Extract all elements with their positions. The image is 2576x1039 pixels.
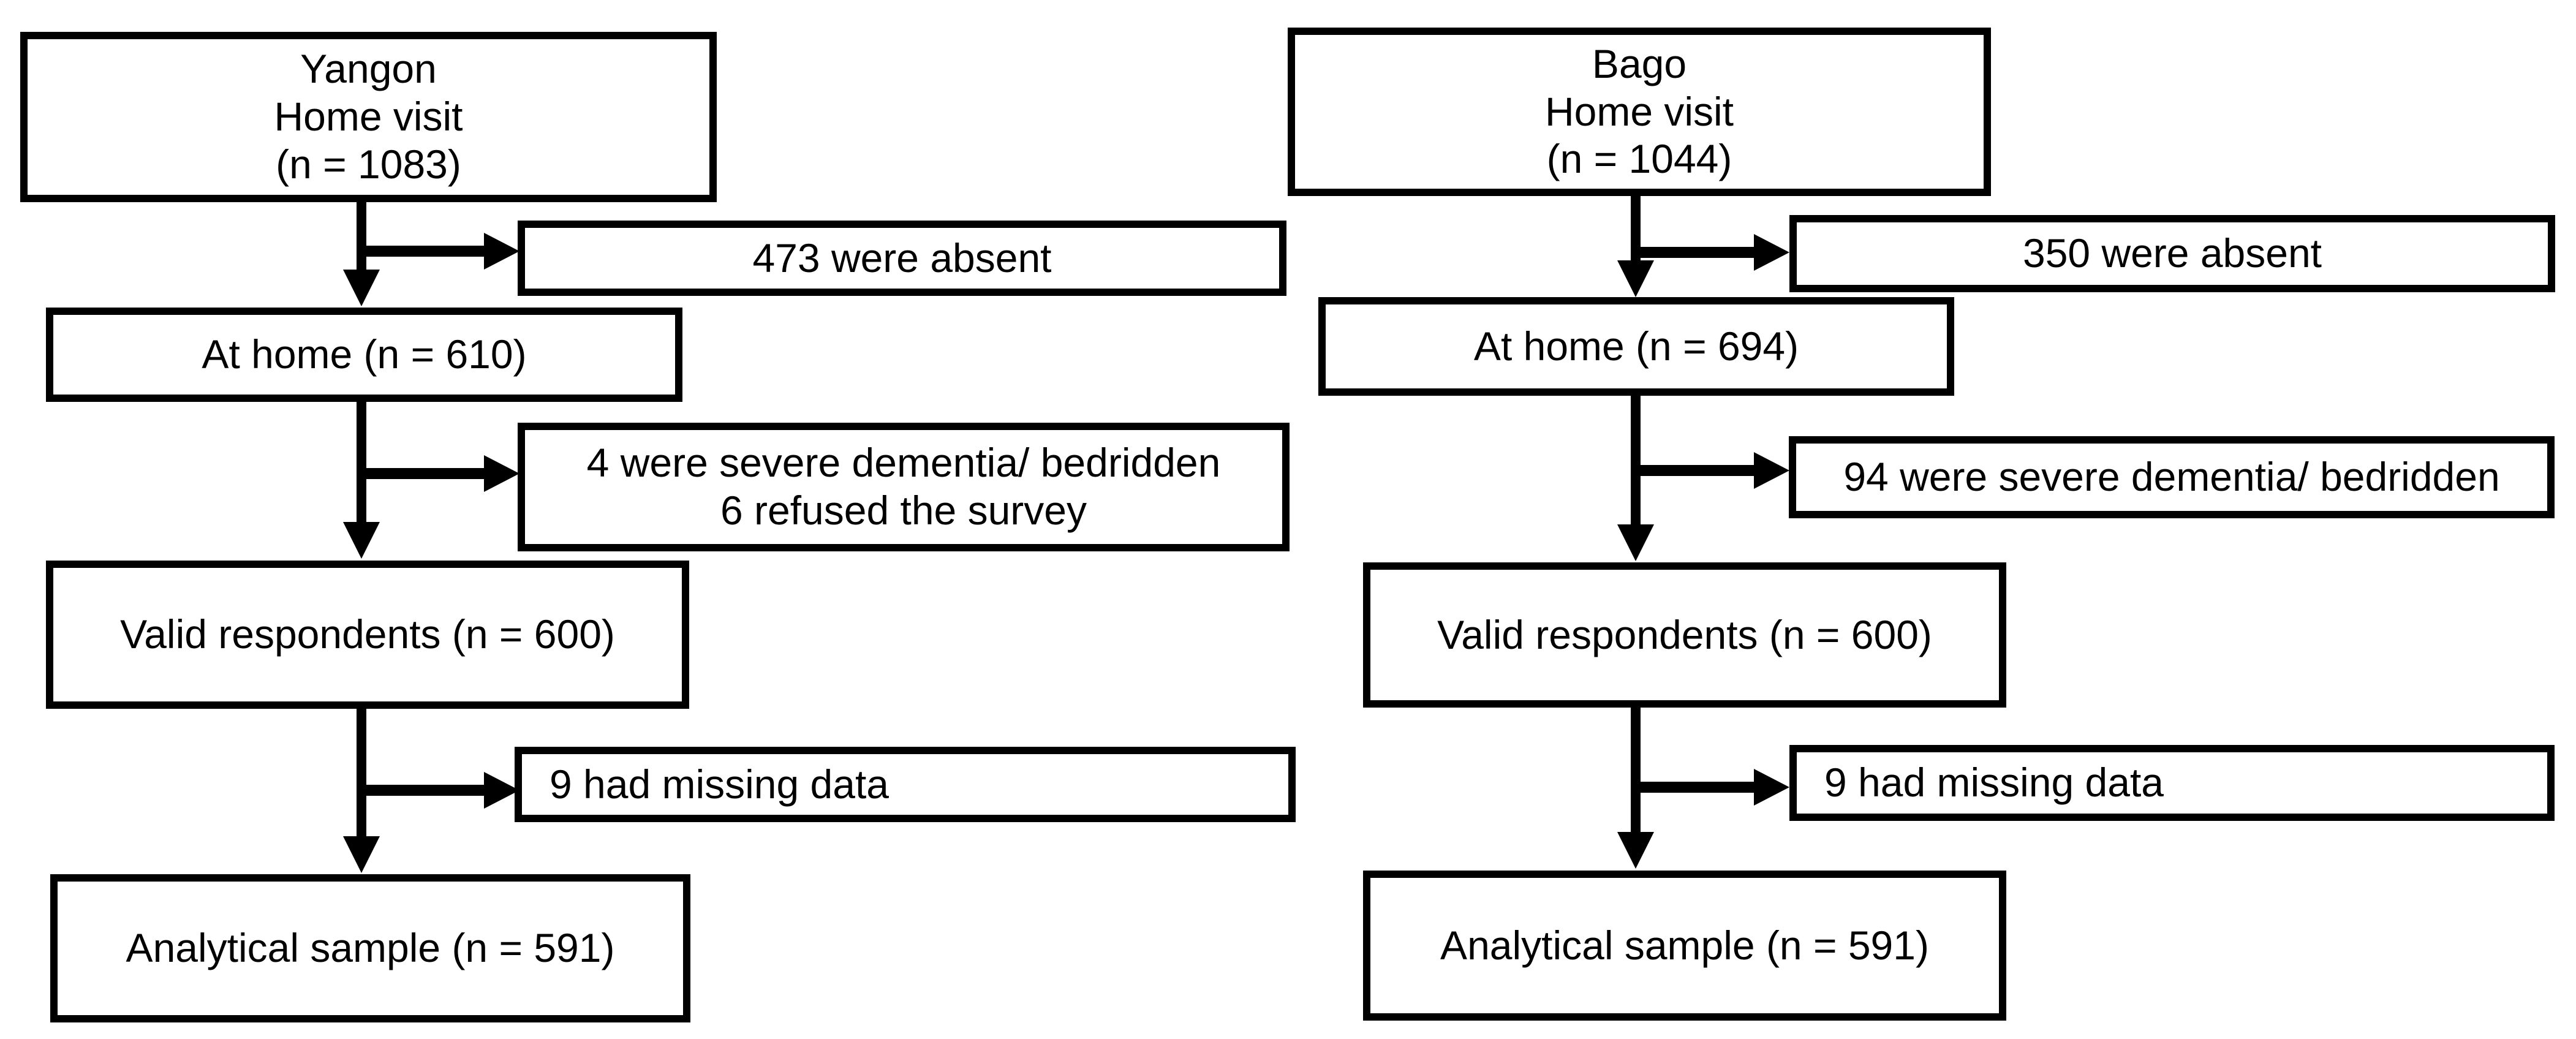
bago-excluded-box: 94 were severe dementia/ bedridden xyxy=(1789,436,2555,518)
yangon-valid-respondents-box: Valid respondents (n = 600) xyxy=(46,561,689,709)
bago-flow-line-1 xyxy=(1631,196,1641,262)
bago-down-arrowhead-2 xyxy=(1617,524,1654,561)
yangon-missing-data-box: 9 had missing data xyxy=(515,747,1296,822)
bago-valid-respondents-box: Valid respondents (n = 600) xyxy=(1363,562,2006,708)
bago-branch-arrowhead-1 xyxy=(1754,234,1789,271)
bago-down-arrowhead-3 xyxy=(1617,832,1654,869)
bago-branch-line-3 xyxy=(1636,782,1755,793)
bago-flow-line-2 xyxy=(1631,396,1641,526)
bago-down-arrowhead-1 xyxy=(1617,260,1654,297)
yangon-branch-line-2 xyxy=(361,468,485,479)
yangon-branch-arrowhead-3 xyxy=(484,772,519,809)
bago-branch-line-1 xyxy=(1636,247,1755,258)
yangon-down-arrowhead-3 xyxy=(343,836,380,873)
yangon-analytical-sample-box: Analytical sample (n = 591) xyxy=(50,874,690,1022)
bago-absent-box: 350 were absent xyxy=(1789,215,2555,292)
yangon-branch-arrowhead-2 xyxy=(484,455,519,492)
yangon-home-visit-box: Yangon Home visit (n = 1083) xyxy=(20,32,717,202)
yangon-down-arrowhead-1 xyxy=(343,270,380,306)
yangon-flow-line-2 xyxy=(357,402,366,523)
bago-flow-line-3 xyxy=(1631,708,1641,833)
bago-branch-line-2 xyxy=(1636,465,1755,476)
yangon-branch-line-1 xyxy=(361,246,485,257)
bago-missing-data-box: 9 had missing data xyxy=(1789,745,2555,821)
yangon-absent-box: 473 were absent xyxy=(518,221,1286,296)
bago-home-visit-box: Bago Home visit (n = 1044) xyxy=(1288,28,1991,196)
bago-at-home-box: At home (n = 694) xyxy=(1318,297,1954,396)
yangon-flow-line-1 xyxy=(357,202,366,271)
yangon-down-arrowhead-2 xyxy=(343,522,380,559)
bago-branch-arrowhead-2 xyxy=(1754,452,1789,489)
yangon-excluded-box: 4 were severe dementia/ bedridden 6 refu… xyxy=(518,423,1290,551)
yangon-at-home-box: At home (n = 610) xyxy=(46,308,682,402)
bago-analytical-sample-box: Analytical sample (n = 591) xyxy=(1363,871,2006,1021)
bago-branch-arrowhead-3 xyxy=(1754,769,1789,806)
yangon-flow-line-3 xyxy=(357,709,366,837)
yangon-branch-line-3 xyxy=(361,785,485,796)
yangon-branch-arrowhead-1 xyxy=(484,233,519,270)
